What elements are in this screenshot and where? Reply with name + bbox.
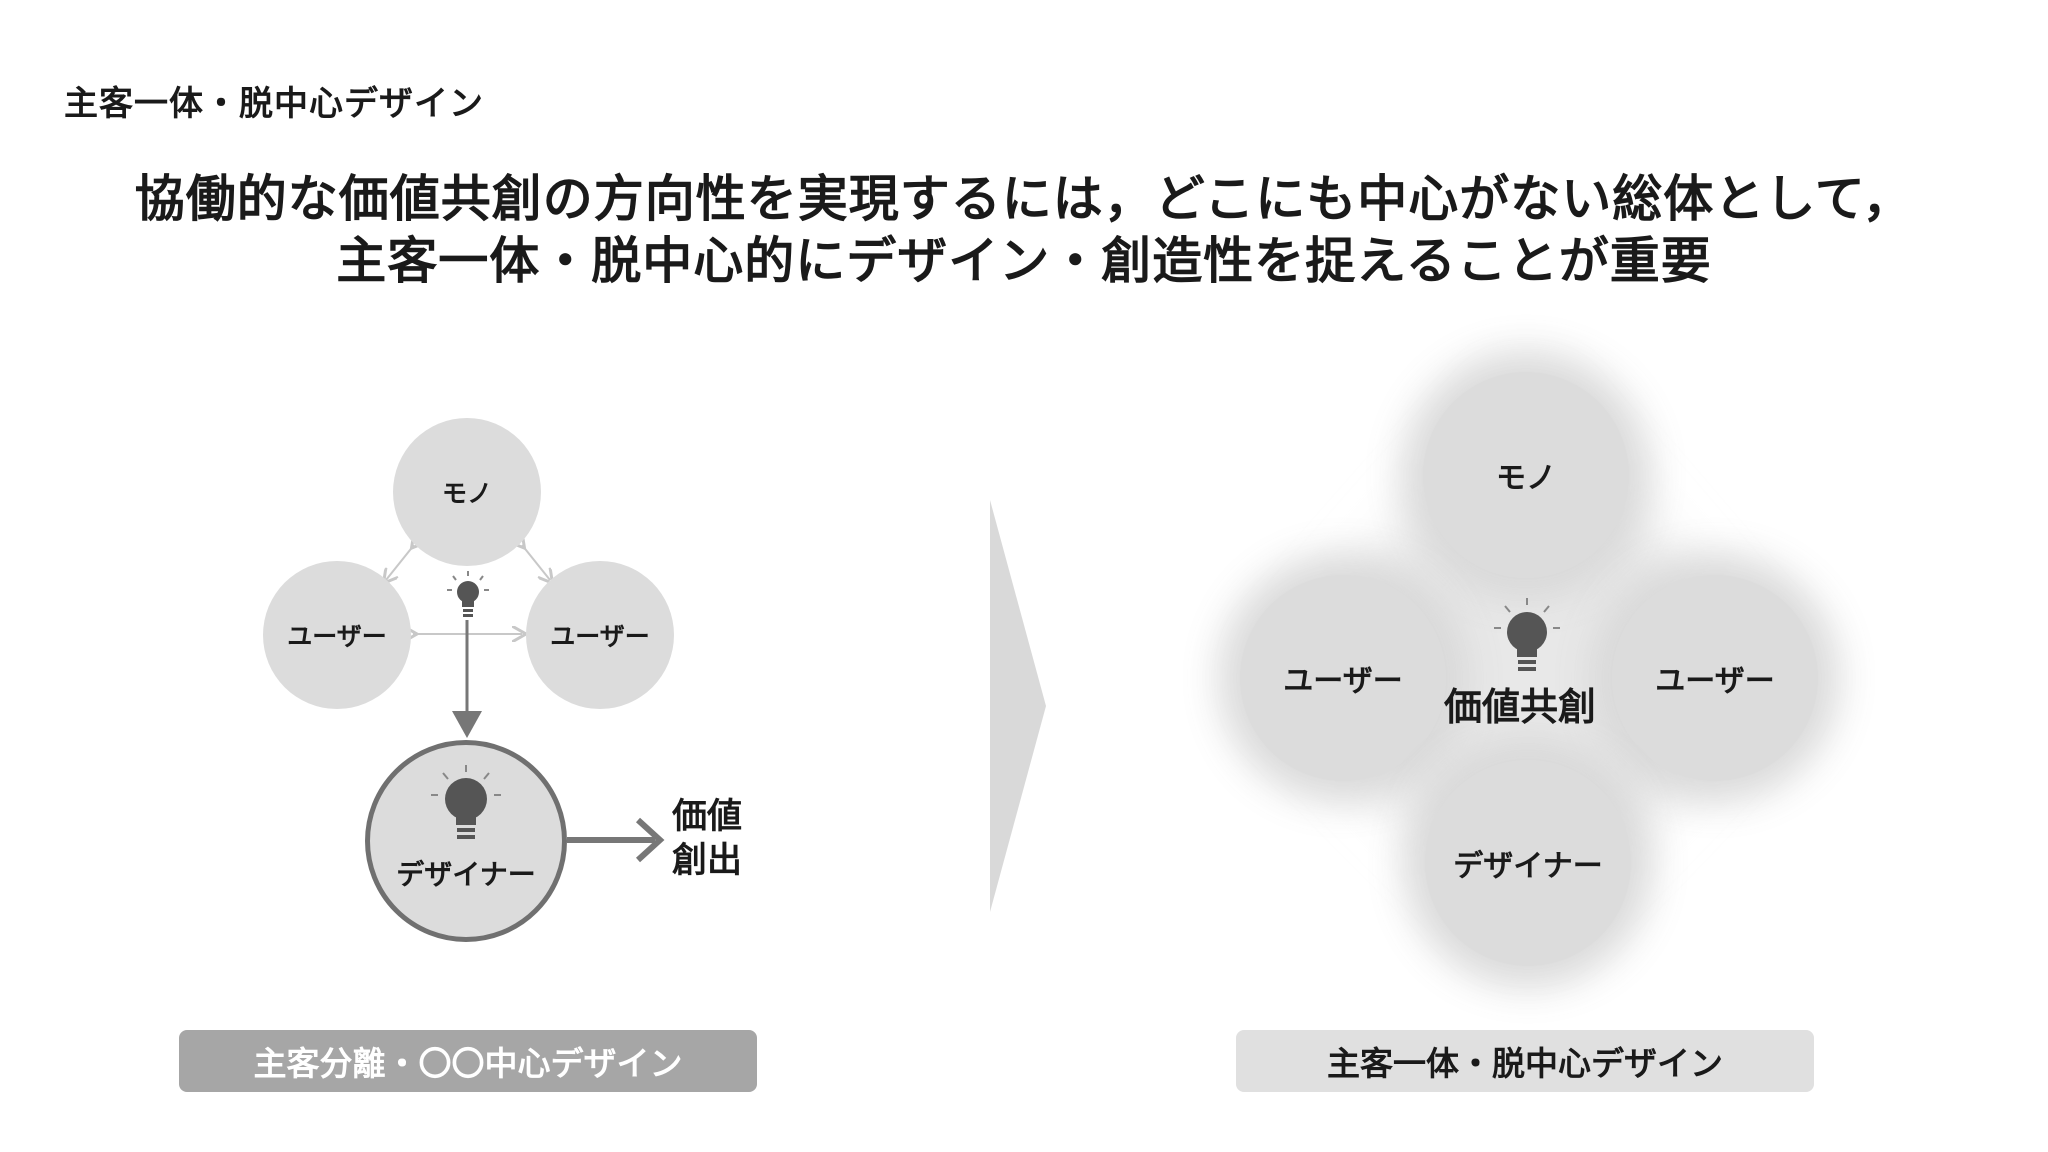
value-creation-line-1: 価値	[672, 797, 743, 837]
value-creation-label: 価値 創出	[672, 795, 742, 883]
node-label: デザイナー	[1453, 849, 1603, 884]
node-label: ユーザー	[550, 622, 650, 651]
caption-decentered-design: 主客一体・脱中心デザイン	[1236, 1030, 1814, 1092]
lightbulb-icon	[447, 571, 489, 617]
chevron-right-icon	[990, 500, 1046, 912]
lightbulb-icon	[431, 765, 501, 839]
node-user-right-a: ユーザー	[1240, 575, 1446, 781]
node-label: モノ	[1496, 461, 1556, 496]
lightbulb-icon	[1494, 598, 1560, 671]
headline-line-2: 主客一体・脱中心的にデザイン・創造性を捉えることが重要	[336, 232, 1712, 290]
arrow-value-creation	[567, 817, 665, 863]
node-mono-right: モノ	[1423, 372, 1629, 578]
connector-mono-right-user	[522, 545, 550, 580]
node-user-left-a: ユーザー	[263, 561, 411, 709]
node-user-right-b: ユーザー	[1612, 575, 1818, 781]
node-label: モノ	[441, 479, 492, 508]
node-designer-left: デザイナー	[365, 740, 567, 942]
headline: 協働的な価値共創の方向性を実現するには，どこにも中心がない総体として， 主客一体…	[0, 168, 2048, 292]
slide-label: 主客一体・脱中心デザイン	[64, 84, 484, 124]
connector-mono-left-user	[386, 545, 414, 580]
node-designer-right: デザイナー	[1425, 760, 1631, 966]
node-mono-left: モノ	[393, 418, 541, 566]
value-co-creation-label: 価値共創	[1443, 685, 1596, 729]
value-creation-line-2: 創出	[672, 841, 743, 881]
node-label: ユーザー	[1283, 664, 1403, 699]
node-label: ユーザー	[287, 622, 387, 651]
node-user-left-b: ユーザー	[526, 561, 674, 709]
node-label: デザイナー	[396, 858, 536, 891]
caption-subject-object-separation: 主客分離・〇〇中心デザイン	[179, 1030, 757, 1092]
headline-line-1: 協働的な価値共創の方向性を実現するには，どこにも中心がない総体として，	[134, 170, 1914, 228]
node-label: ユーザー	[1655, 664, 1775, 699]
